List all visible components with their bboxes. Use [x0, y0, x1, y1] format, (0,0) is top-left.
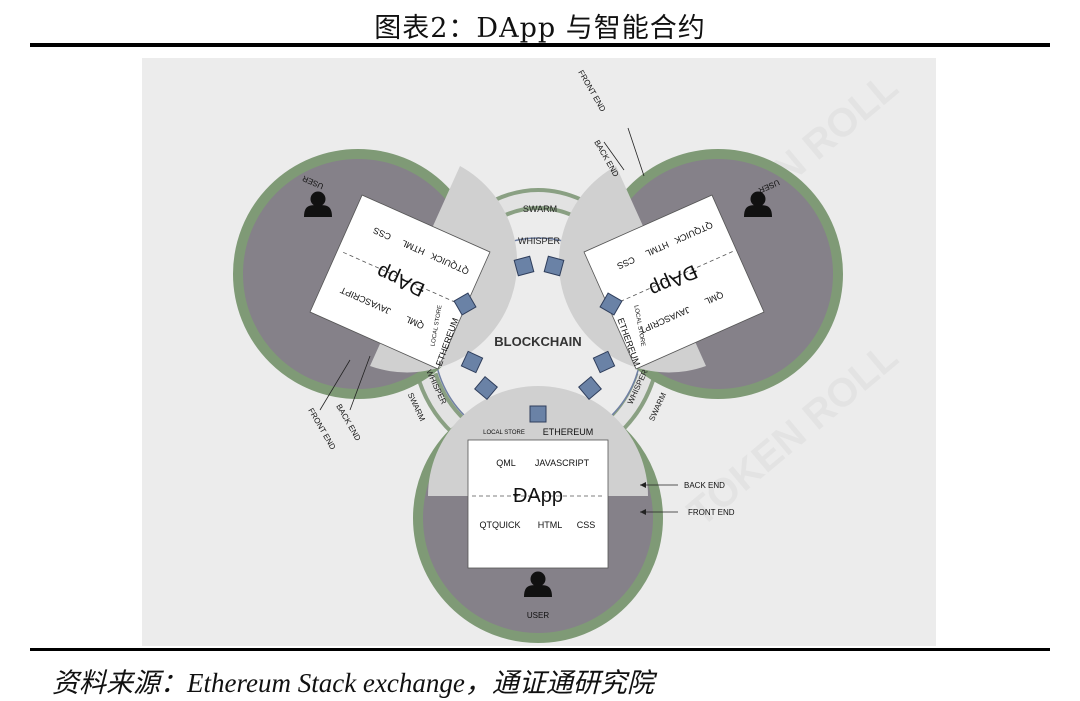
dapp-diagram: TOKEN ROLL TOKEN ROLL BLOCKCHAIN ÐApp QM…	[233, 65, 906, 643]
frontend-item-bottom-3: CSS	[577, 520, 596, 530]
block	[513, 255, 535, 277]
swarm-label-right: SWARM	[647, 391, 668, 423]
ethereum-label-bottom: ETHEREUM	[543, 427, 594, 437]
backend-item-bottom-2: JAVASCRIPT	[535, 458, 590, 468]
user-label-bottom: USER	[527, 611, 549, 620]
block	[543, 255, 565, 277]
dapp-title-bottom: ÐApp	[513, 485, 563, 507]
local-store-label-bottom: LOCAL STORE	[483, 430, 525, 436]
block	[453, 292, 477, 316]
swarm-label-top: SWARM	[523, 204, 557, 214]
node-right: ÐApp QML JAVASCRIPT QTQUICK HTML CSS USE…	[558, 69, 843, 399]
backend-item-bottom-1: QML	[496, 458, 516, 468]
back-end-label-left: BACK END	[334, 403, 362, 443]
node-bottom: ÐApp QML JAVASCRIPT QTQUICK HTML CSS USE…	[413, 386, 735, 643]
block	[592, 350, 616, 374]
front-end-label-right: FRONT END	[576, 69, 607, 114]
block	[578, 376, 602, 400]
blockchain-label: BLOCKCHAIN	[494, 334, 581, 349]
front-end-label-left: FRONT END	[306, 407, 337, 452]
block	[460, 350, 484, 374]
block	[599, 292, 623, 316]
back-end-label-bottom: BACK END	[684, 481, 725, 490]
source-note: 资料来源：Ethereum Stack exchange，通证通研究院	[52, 668, 654, 698]
block	[529, 405, 547, 423]
top-rule	[30, 43, 1050, 47]
diagram-panel: TOKEN ROLL TOKEN ROLL BLOCKCHAIN ÐApp QM…	[142, 58, 936, 646]
bottom-rule	[30, 648, 1050, 651]
figure-title: 图表2：DApp 与智能合约	[374, 13, 706, 44]
frontend-item-bottom-1: QTQUICK	[479, 520, 520, 530]
whisper-label-top: WHISPER	[518, 236, 561, 246]
block	[474, 376, 498, 400]
node-left: ÐApp QML JAVASCRIPT QTQUICK HTML CSS USE…	[233, 149, 518, 452]
frontend-item-bottom-2: HTML	[538, 520, 563, 530]
front-end-label-bottom: FRONT END	[688, 508, 735, 517]
